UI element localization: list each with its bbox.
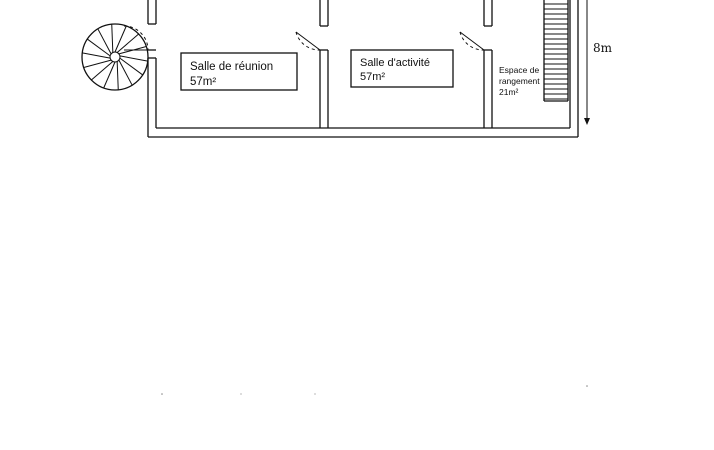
room-name-rangement-line1: Espace de — [499, 65, 539, 75]
spiral-tread — [119, 57, 144, 76]
room-name-reunion: Salle de réunion — [190, 61, 273, 73]
spiral-tread — [91, 61, 114, 81]
spiral-tread — [103, 61, 116, 89]
room-area-activite: 57m² — [360, 71, 385, 83]
dimension-label: 8m — [593, 41, 613, 55]
spiral-tread — [82, 52, 111, 59]
room-name-activite: Salle d'activité — [360, 57, 430, 69]
spiral-tread — [116, 61, 119, 90]
spiral-tread — [111, 24, 114, 53]
spiral-tread — [86, 38, 111, 57]
dimension-indicator: 8m — [584, 0, 613, 125]
partition-walls — [319, 0, 493, 128]
spiral-tread — [118, 46, 147, 55]
outer-walls — [147, 0, 579, 138]
room-area-reunion: 57m² — [190, 76, 216, 88]
spiral-tread — [97, 28, 112, 55]
room-label-reunion: Salle de réunion 57m² — [180, 52, 298, 91]
spiral-tread — [118, 59, 133, 86]
straight-staircase — [543, 0, 569, 102]
spiral-tread — [119, 55, 148, 62]
room-label-rangement: Espace de rangement 21m² — [499, 65, 540, 97]
spiral-tread — [114, 25, 127, 53]
scan-specks — [161, 385, 588, 395]
door-swings — [123, 25, 485, 51]
spiral-tread — [83, 59, 112, 68]
spiral-tread — [116, 33, 139, 53]
room-label-activite: Salle d'activité 57m² — [350, 49, 454, 88]
room-area-rangement: 21m² — [499, 87, 519, 97]
room-name-rangement-line2: rangement — [499, 76, 540, 86]
spiral-staircase — [81, 23, 149, 91]
